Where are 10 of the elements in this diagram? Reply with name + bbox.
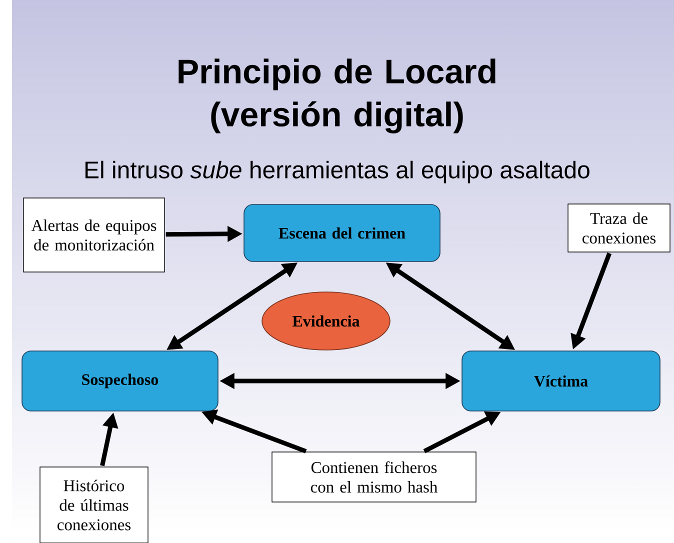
rounded-box: Víctima (462, 350, 660, 412)
note-box: Traza de conexiones (568, 204, 670, 252)
subtitle: El intruso sube herramientas al equipo asaltado (86, 160, 590, 184)
ellipse-node: Evidencia (262, 292, 390, 350)
rounded-box: Escena del crimen (244, 204, 440, 262)
note-box: Contienen ficheros con el mismo hash (272, 452, 476, 502)
title: Principio de Locard (versión digital) (178, 58, 496, 134)
note-box: Histórico de últimas conexiones (40, 466, 148, 543)
note-box: Alertas de equipos de monitorización (23, 198, 165, 272)
rounded-box: Sospechoso (22, 350, 218, 412)
